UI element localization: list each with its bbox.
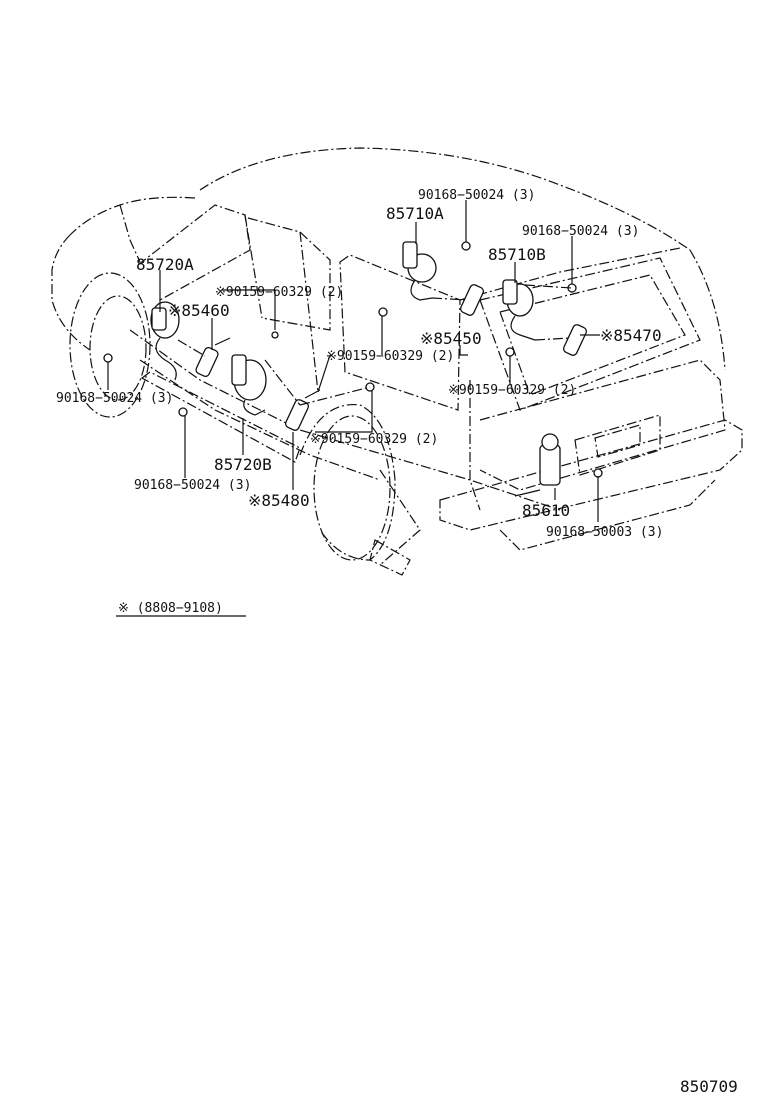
label-90168-left: 90168−50024 (3) (56, 391, 173, 406)
vehicle-outline (51, 147, 743, 576)
label-90159-a: ※90159−60329 (2) (215, 285, 343, 300)
label-85470: ※85470 (600, 326, 662, 345)
label-85460: ※85460 (168, 301, 230, 320)
label-90168-top: 90168−50024 (3) (418, 188, 535, 203)
motor-85720B (231, 354, 267, 416)
label-85480: ※85480 (248, 491, 310, 510)
motor-85720A (150, 301, 180, 381)
label-85710B: 85710B (488, 245, 546, 264)
label-85710A: 85710A (386, 204, 444, 223)
motor-85710A (402, 241, 437, 301)
figure-code: 850709 (680, 1077, 738, 1096)
label-90159-c: ※90159−60329 (2) (310, 432, 438, 447)
label-90168-bottom: 90168−50024 (3) (134, 478, 251, 493)
label-85610: 85610 (522, 501, 570, 520)
motor-85710B (502, 279, 536, 341)
switch-85470 (562, 324, 588, 356)
label-85720A: 85720A (136, 255, 194, 274)
label-85450: ※85450 (420, 329, 482, 348)
leader-lines (107, 200, 600, 522)
date-range-note: ※ (8808−9108) (118, 601, 223, 616)
label-90168-right: 90168−50024 (3) (522, 224, 639, 239)
switch-85480 (284, 389, 321, 431)
label-85720B: 85720B (214, 455, 272, 474)
parts (103, 241, 603, 497)
motor-85610 (514, 433, 561, 497)
switch-85450 (459, 284, 485, 316)
label-90159-d: ※90159−60329 (2) (448, 383, 576, 398)
switch-85460 (195, 337, 231, 377)
label-90159-b: ※90159−60329 (2) (326, 349, 454, 364)
label-90168-rear: 90168−50003 (3) (546, 525, 663, 540)
